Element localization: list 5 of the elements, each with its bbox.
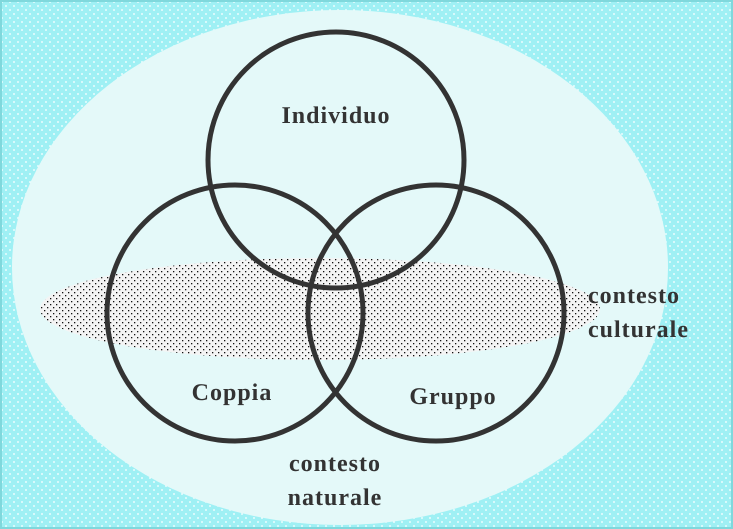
region-label: contesto culturale — [588, 282, 690, 345]
region-label: contesto naturale — [286, 450, 384, 513]
circle-label: Gruppo — [408, 383, 498, 412]
circle-label: Coppia — [190, 379, 274, 408]
circle-label: Individuo — [280, 102, 392, 131]
